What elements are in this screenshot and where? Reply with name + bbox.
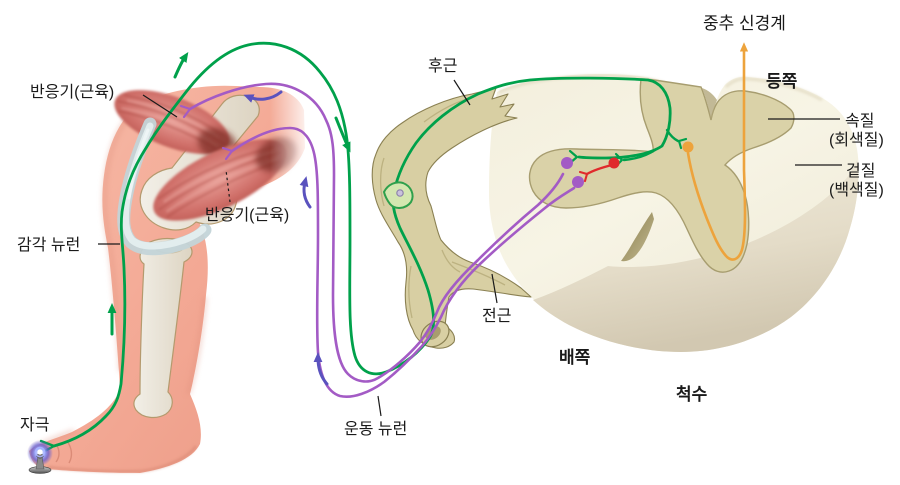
label-outer-matter-2: (백색질)	[829, 181, 884, 199]
label-spinal-cord: 척수	[676, 385, 708, 404]
sensory-branch-to-interneuron	[622, 148, 657, 162]
motor-cell-body-2	[572, 176, 584, 188]
motor-cell-body-1	[561, 157, 573, 169]
labels: 반응기(근육) 반응기(근육) 감각 뉴런 자극 운동 뉴런 후근 전근 배쪽 …	[17, 14, 884, 438]
blue-arrow-mid-up	[299, 176, 312, 209]
label-inner-matter-1: 속질	[845, 112, 874, 130]
sensory-axon	[52, 41, 672, 448]
sensory-terminal-3	[677, 137, 688, 150]
label-cns: 중추 신경계	[703, 14, 786, 33]
pin-spark-ring	[34, 446, 46, 458]
pointer-dorsal-root	[453, 79, 471, 106]
label-effector-lower: 반응기(근육)	[205, 206, 289, 224]
pointer-ventral-root	[491, 273, 498, 304]
motor-neuron-pathway	[179, 82, 576, 398]
blue-arrow-left	[243, 90, 283, 103]
tibia-bone	[133, 237, 193, 419]
root-body	[371, 87, 532, 349]
green-arrow-arc-down	[334, 116, 351, 153]
spinal-cord	[489, 74, 859, 352]
label-ventral-direction: 배쪽	[559, 348, 591, 367]
ascending-cell-body	[682, 141, 694, 153]
motor-terminal-lower	[221, 146, 234, 161]
pointer-lines	[98, 79, 842, 417]
gray-matter	[528, 78, 795, 273]
label-sensory-neuron: 감각 뉴런	[17, 236, 80, 254]
pointer-effector-upper	[142, 94, 178, 118]
ventral-median-fissure	[621, 212, 654, 262]
label-outer-matter-1: 겉질	[846, 162, 875, 180]
label-ventral-root: 전근	[482, 307, 511, 325]
pin-spark-core	[37, 449, 43, 455]
leg-illustration	[29, 85, 305, 473]
label-stimulus: 자극	[20, 416, 49, 434]
impulse-arrows	[107, 52, 351, 386]
interneuron-terminal	[578, 170, 589, 183]
lower-muscle	[153, 137, 298, 221]
interneuron-cell-body	[608, 157, 620, 169]
label-effector-upper: 반응기(근육)	[30, 83, 114, 101]
motor-axon-lower	[230, 126, 576, 398]
label-motor-neuron: 운동 뉴런	[344, 420, 407, 438]
ascending-neuron	[686, 42, 749, 261]
cord-side-surface	[533, 160, 859, 352]
dorsal-root-ganglion	[382, 181, 414, 209]
ganglion-cell-body	[396, 189, 404, 197]
stimulus-pin	[27, 440, 53, 474]
foot-sole-shading	[47, 445, 198, 473]
blue-arrow-low-up	[313, 352, 329, 386]
motor-axon-upper	[188, 82, 565, 383]
upper-muscle	[114, 90, 237, 160]
motor-terminal-upper	[179, 104, 192, 119]
cell-bodies	[561, 141, 694, 188]
sensory-neuron-pathway	[39, 41, 688, 454]
label-dorsal-root: 후근	[428, 57, 457, 75]
green-arrow-arc-up	[173, 52, 189, 79]
root-shading	[379, 96, 506, 319]
sensory-branch-to-ascending	[665, 128, 680, 143]
label-dorsal-direction: 등쪽	[766, 72, 798, 91]
ascending-axon	[686, 42, 749, 261]
dorsal-sulcus-shading	[702, 88, 717, 120]
label-inner-matter-2: (회색질)	[829, 131, 884, 149]
pointer-motor-neuron	[377, 395, 382, 417]
